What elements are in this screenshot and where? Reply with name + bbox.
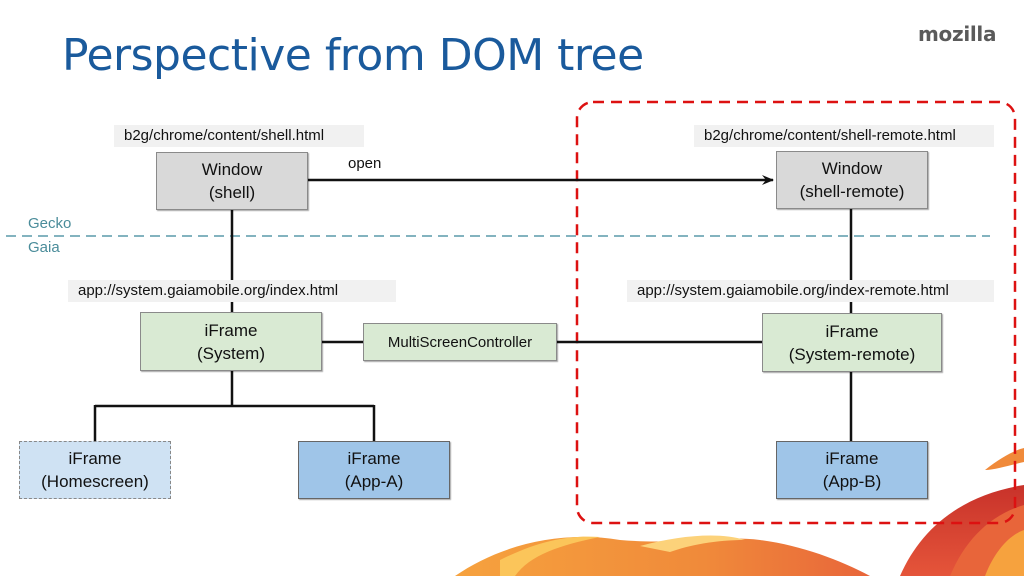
node-window-shell-remote-name: (shell-remote): [799, 182, 905, 201]
system-remote-url-label: app://system.gaiamobile.org/index-remote…: [627, 280, 994, 302]
node-iframe-app-b-name: (App-B): [822, 472, 882, 491]
node-iframe-app-a[interactable]: iFrame (App-A): [298, 441, 450, 499]
node-iframe-system-remote-name: (System-remote): [788, 344, 916, 364]
firefox-flame-decoration: [455, 448, 1024, 576]
node-iframe-system-name: (System): [197, 343, 265, 363]
node-window-shell[interactable]: Window (shell): [156, 152, 308, 210]
node-iframe-system-remote[interactable]: iFrame (System-remote): [762, 313, 942, 372]
node-iframe-system[interactable]: iFrame (System): [140, 312, 322, 371]
node-iframe-app-b[interactable]: iFrame (App-B): [776, 441, 928, 499]
mozilla-logo: mozilla: [918, 22, 997, 46]
node-iframe-app-a-name: (App-A): [344, 472, 404, 491]
node-window-shell-remote[interactable]: Window (shell-remote): [776, 151, 928, 209]
node-iframe-homescreen-type: iFrame: [68, 449, 122, 468]
layer-label-gaia: Gaia: [28, 239, 60, 256]
layer-label-gecko: Gecko: [28, 215, 72, 232]
node-multiscreen-controller-label: MultiScreenController: [387, 333, 533, 351]
system-url-label: app://system.gaiamobile.org/index.html: [68, 280, 396, 302]
shell-url-label: b2g/chrome/content/shell.html: [114, 125, 364, 147]
remote-screen-boundary: [575, 100, 1017, 525]
node-window-shell-name: (shell): [208, 183, 256, 202]
node-window-shell-type: Window: [201, 160, 263, 179]
open-edge-label: open: [348, 155, 382, 172]
node-iframe-app-b-type: iFrame: [825, 449, 879, 468]
node-iframe-homescreen-name: (Homescreen): [41, 472, 149, 491]
node-multiscreen-controller[interactable]: MultiScreenController: [363, 323, 557, 361]
node-iframe-app-a-type: iFrame: [347, 449, 401, 468]
slide-title: Perspective from DOM tree: [62, 30, 644, 81]
node-iframe-homescreen[interactable]: iFrame (Homescreen): [19, 441, 171, 499]
node-iframe-system-remote-type: iFrame: [825, 321, 879, 341]
node-window-shell-remote-type: Window: [821, 159, 883, 178]
connectors: [93, 175, 853, 441]
node-iframe-system-type: iFrame: [204, 320, 258, 340]
shell-remote-url-label: b2g/chrome/content/shell-remote.html: [694, 125, 994, 147]
